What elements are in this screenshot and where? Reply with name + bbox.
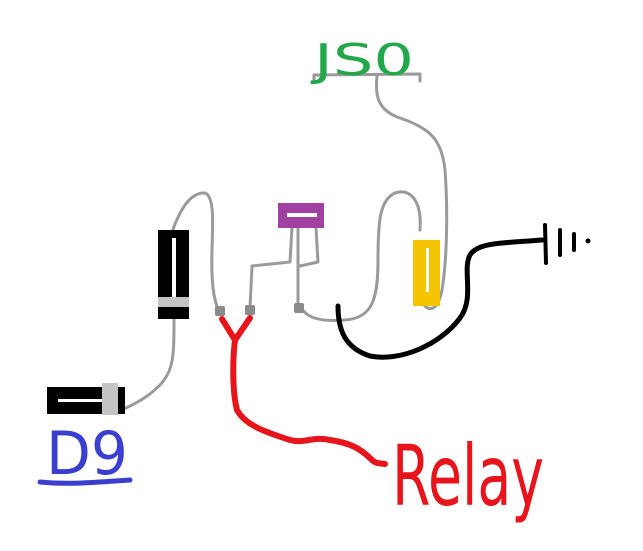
js0-bracket <box>312 72 422 84</box>
loop-wire <box>298 190 422 322</box>
label-js0: JS0 <box>310 35 414 86</box>
resistor-to-d9-wire <box>124 316 176 410</box>
pin-2 <box>245 305 255 315</box>
pin-1 <box>215 306 225 316</box>
diode <box>413 240 440 306</box>
transistor-leg-left <box>248 226 294 310</box>
ground-wire <box>335 237 545 360</box>
ground-symbol-icon <box>543 223 591 265</box>
resistor-vertical <box>158 230 189 319</box>
pin-3 <box>294 303 304 313</box>
relay-wire <box>219 315 388 467</box>
resistor-top-wire <box>170 191 221 314</box>
transistor-leg-right <box>298 226 320 268</box>
label-d9: D9 <box>46 419 128 489</box>
resistor-d9 <box>47 383 125 415</box>
label-relay: Relay <box>392 427 544 525</box>
d9-underline <box>37 477 133 486</box>
pins <box>215 303 304 316</box>
transistor <box>278 203 324 228</box>
